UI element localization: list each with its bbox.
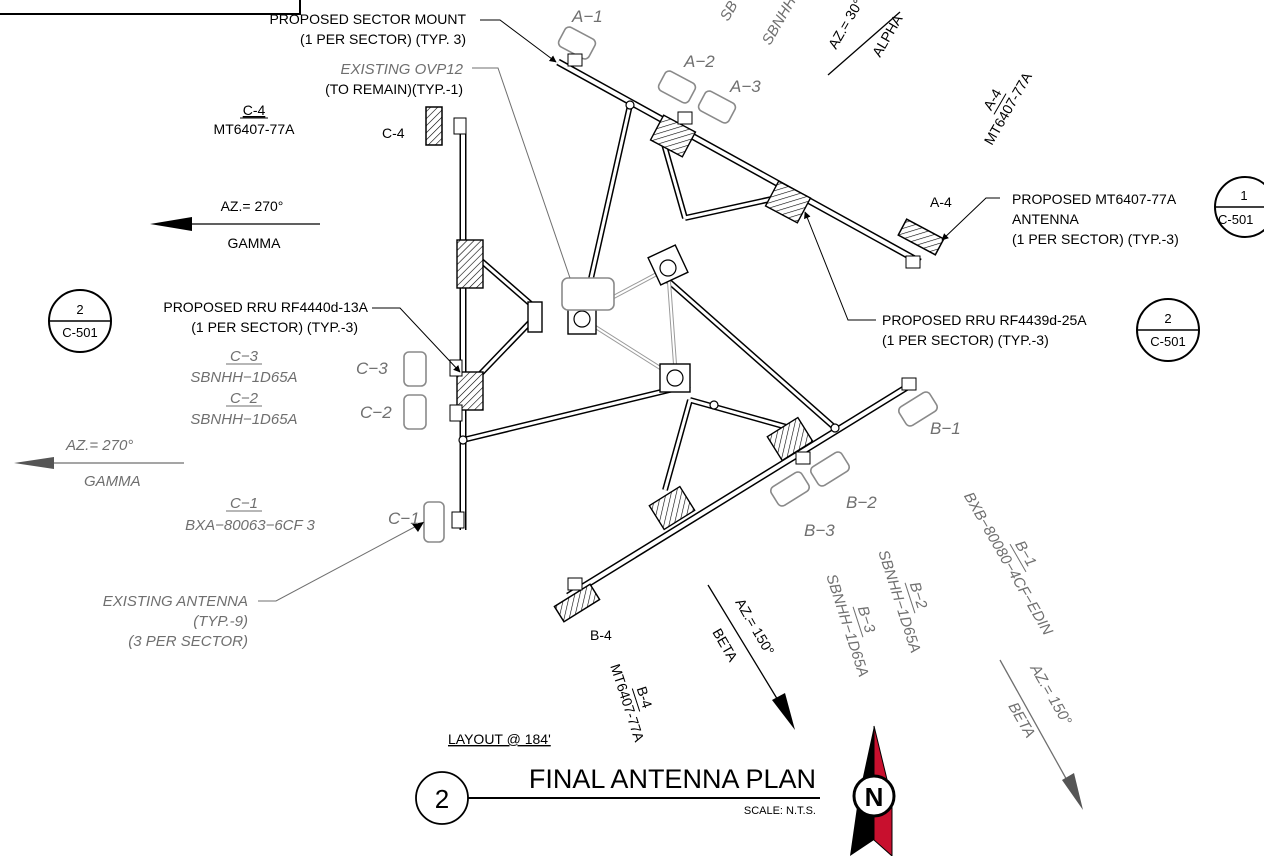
bubble-mid-bottom: C-501 bbox=[1150, 334, 1185, 349]
bubble-left-top: 2 bbox=[76, 302, 83, 317]
callout-ovp-line1: EXISTING OVP12 bbox=[340, 61, 463, 78]
antenna-c4 bbox=[425, 106, 443, 146]
model-c3-id: C−3 bbox=[230, 348, 259, 365]
title-number: 2 bbox=[435, 784, 449, 814]
label-b3: B−3 bbox=[804, 521, 835, 540]
bubble-mid-top: 2 bbox=[1164, 311, 1171, 326]
label-c4: C-4 bbox=[382, 125, 405, 141]
az-gamma-grey: AZ.= 270° bbox=[65, 437, 133, 454]
model-b1-model: BXB−80080−4CF−EDIN bbox=[960, 489, 1056, 638]
label-a2: A−2 bbox=[683, 52, 715, 71]
antenna-b3 bbox=[769, 471, 811, 507]
detail-bubble-mid[interactable]: 2 C-501 bbox=[1136, 298, 1200, 362]
model-c4-id: C-4 bbox=[243, 102, 266, 118]
antenna-b2 bbox=[809, 451, 851, 487]
label-c3: C−3 bbox=[356, 359, 388, 378]
label-c2: C−2 bbox=[360, 403, 392, 422]
callout-mt-antenna-line2: ANTENNA bbox=[1012, 211, 1080, 227]
rru-beta-1 bbox=[766, 416, 814, 462]
rru-gamma-lower bbox=[456, 371, 484, 411]
label-b2: B−2 bbox=[846, 493, 877, 512]
model-c1-id: C−1 bbox=[230, 495, 258, 512]
az-alpha: AZ.= 30° bbox=[825, 0, 866, 51]
model-a-partial-1: SB bbox=[717, 0, 742, 24]
antenna-a2 bbox=[657, 70, 697, 104]
north-arrow: N bbox=[850, 725, 896, 856]
model-c3-model: SBNHH−1D65A bbox=[190, 369, 297, 386]
antennas bbox=[403, 26, 945, 623]
callout-rru-alpha-line1: PROPOSED RRU RF4439d-25A bbox=[882, 312, 1087, 328]
callout-rru-gamma-line2: (1 PER SECTOR) (TYP.-3) bbox=[191, 319, 358, 335]
label-a3: A−3 bbox=[729, 77, 761, 96]
sheet-border bbox=[0, 0, 301, 15]
layout-note: LAYOUT @ 184' bbox=[448, 731, 551, 747]
drawing-title-block: LAYOUT @ 184' 2 FINAL ANTENNA PLAN SCALE… bbox=[415, 731, 820, 825]
rru-beta-2 bbox=[648, 485, 696, 531]
az-beta-grey: AZ.= 150° bbox=[1026, 661, 1075, 729]
ovp12-box bbox=[561, 277, 615, 311]
antenna-position-labels: A−1 A−2 A−3 A-4 B−1 B−2 B−3 B-4 C−3 C−2 … bbox=[356, 7, 961, 643]
antenna-c1 bbox=[423, 501, 445, 543]
callouts: PROPOSED SECTOR MOUNT (1 PER SECTOR) (TY… bbox=[103, 11, 1179, 650]
antenna-b1 bbox=[897, 391, 939, 427]
rru-alpha-2 bbox=[764, 180, 812, 224]
az-gamma-black: AZ.= 270° bbox=[221, 198, 284, 214]
az-beta-black: AZ.= 150° bbox=[732, 596, 777, 658]
sector-mount-structure bbox=[458, 58, 922, 599]
model-b4-id: B-4 bbox=[634, 684, 656, 710]
callout-existing-antenna-line1: EXISTING ANTENNA bbox=[103, 593, 248, 610]
title-scale: SCALE: N.T.S. bbox=[744, 805, 816, 817]
label-b4: B-4 bbox=[590, 627, 612, 643]
label-c1: C−1 bbox=[388, 509, 420, 528]
antenna-a4 bbox=[897, 218, 945, 256]
antenna-a3 bbox=[697, 90, 737, 124]
rru-gamma-upper bbox=[456, 239, 484, 289]
gamma-grey-name: GAMMA bbox=[84, 473, 141, 490]
callout-mt-antenna-line1: PROPOSED MT6407-77A bbox=[1012, 191, 1177, 207]
callout-existing-antenna-line2: (TYP.-9) bbox=[193, 613, 248, 630]
callout-sector-mount-line1: PROPOSED SECTOR MOUNT bbox=[269, 11, 466, 27]
label-b1: B−1 bbox=[930, 419, 961, 438]
detail-bubble-left[interactable]: 2 C-501 bbox=[48, 289, 112, 353]
gamma-black-name: GAMMA bbox=[228, 235, 282, 251]
callout-sector-mount-line2: (1 PER SECTOR) (TYP. 3) bbox=[300, 31, 466, 47]
callout-existing-antenna-line3: (3 PER SECTOR) bbox=[128, 633, 248, 650]
callout-rru-gamma-line1: PROPOSED RRU RF4440d-13A bbox=[163, 299, 368, 315]
antenna-c3 bbox=[403, 351, 427, 387]
label-a4: A-4 bbox=[930, 194, 952, 210]
callout-rru-alpha-line2: (1 PER SECTOR) (TYP.-3) bbox=[882, 332, 1049, 348]
label-a1: A−1 bbox=[571, 7, 603, 26]
bubble-right-bottom: C-501 bbox=[1218, 212, 1253, 227]
antenna-b4 bbox=[553, 583, 601, 623]
callout-mt-antenna-line3: (1 PER SECTOR) (TYP.-3) bbox=[1012, 231, 1179, 247]
rru-units bbox=[456, 114, 814, 531]
title-text: FINAL ANTENNA PLAN bbox=[529, 764, 816, 794]
leader-lines bbox=[258, 19, 1000, 602]
model-c2-id: C−2 bbox=[230, 390, 259, 407]
azimuth-arrows bbox=[14, 11, 1083, 810]
north-letter: N bbox=[865, 782, 884, 812]
detail-bubble-right[interactable]: 1 C-501 bbox=[1214, 176, 1264, 238]
bubble-left-bottom: C-501 bbox=[62, 325, 97, 340]
model-a-partial-2: SBNHH bbox=[759, 0, 800, 48]
model-c2-model: SBNHH−1D65A bbox=[190, 411, 297, 428]
bubble-right-top: 1 bbox=[1240, 188, 1247, 203]
model-c1-model: BXA−80063−6CF 3 bbox=[185, 517, 315, 534]
antenna-a1 bbox=[557, 26, 597, 60]
antenna-c2 bbox=[403, 394, 427, 430]
model-c4-model: MT6407-77A bbox=[214, 121, 296, 137]
callout-ovp-line2: (TO REMAIN)(TYP.-1) bbox=[325, 81, 463, 97]
